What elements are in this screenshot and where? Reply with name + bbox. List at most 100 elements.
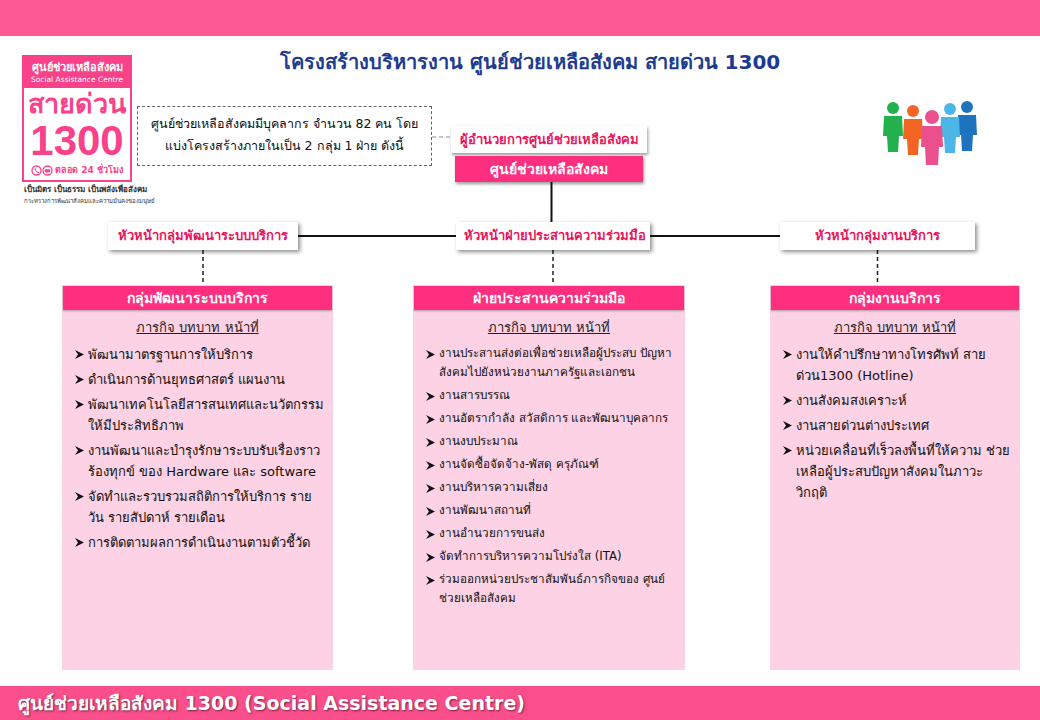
header-bar [0,0,1040,36]
connector-line [432,136,451,137]
duty-item: งานจัดซื้อจัดจ้าง-พัสดุ ครุภัณฑ์ [413,455,685,474]
duty-text: งานสารบรรณ [439,386,510,405]
panel-heading: กลุ่มพัฒนาระบบบริการ [63,286,332,310]
duty-item: การติดตามผลการดำเนินงานตามตัวชี้วัด [62,532,333,553]
duty-item: งานประสานส่งต่อเพื่อช่วยเหลือผู้ประสบ ปั… [413,344,685,382]
duty-text: งานจัดซื้อจัดจ้าง-พัสดุ ครุภัณฑ์ [439,455,599,474]
duty-item: จัดทำและรวบรวมสถิติการให้บริการ รายวัน ร… [62,486,333,528]
duty-text: งานงบประมาณ [439,432,518,451]
bullet-arrow [425,506,436,517]
duty-item: ร่วมออกหน่วยประชาสัมพันธ์ภารกิจของ ศูนย์… [413,570,685,608]
duty-text: งานให้คำปรึกษาทางโทรศัพท์ สายด่วน1300 (H… [796,344,1012,386]
panel-subheading: ภารกิจ บทบาท หน้าที่ [62,318,333,338]
bullet-arrow [425,552,436,563]
duty-item: ดำเนินการด้านยุทธศาสตร์ แผนงาน [62,369,333,390]
person-figure [957,101,977,151]
connector-line [202,250,204,285]
bullet-arrow [425,349,436,360]
logo-slogan: เป็นมิตร เป็นธรรม เป็นพลังเพื่อสังคม [24,185,147,195]
dir-node: ผู้อำนวยการศูนย์ช่วยเหลือสังคมศูนย์ช่วยเ… [451,126,647,182]
duty-item: งานให้คำปรึกษาทางโทรศัพท์ สายด่วน1300 (H… [770,344,1020,386]
duty-text: จัดทำและรวบรวมสถิติการให้บริการ รายวัน ร… [88,486,325,528]
duty-item: งานงบประมาณ [413,432,685,451]
connector-line [298,235,456,237]
duty-item: งานพัฒนาสถานที่ [413,501,685,520]
connector-line [551,182,553,222]
duty-text: หน่วยเคลื่อนที่เร็วลงพื้นที่ให้ความ ช่วย… [796,440,1012,503]
duty-text: งานพัฒนาและบำรุงรักษาระบบรับเรื่องราว ร้… [88,440,325,482]
bullet-arrow [425,529,436,540]
duty-item: หน่วยเคลื่อนที่เร็วลงพื้นที่ให้ความ ช่วย… [770,440,1020,503]
bullet-arrow [425,414,436,425]
bullet-arrow [425,575,436,586]
duty-item: งานสายด่วนต่างประเทศ [770,415,1020,436]
bullet-arrow [782,420,793,431]
page-title: โครงสร้างบริหารงาน ศูนย์ช่วยเหลือสังคม ส… [200,48,860,76]
bullet-arrow [74,445,85,456]
duty-item: งานบริหารความเสี่ยง [413,478,685,497]
people-icon [875,98,985,168]
ministry-name: กระทรวงการพัฒนาสังคมและความมั่นคงของมนุษ… [24,197,155,205]
bullet-arrow [74,491,85,502]
connector-line [877,250,879,285]
director-title: ผู้อำนวยการศูนย์ช่วยเหลือสังคม [451,126,647,153]
duty-text: พัฒนาเทคโนโลยีสารสนเทศและนวัตกรรม ให้มีป… [88,394,325,436]
head-node: หัวหน้ากลุ่มงานบริการ [780,222,975,250]
panel-subheading: ภารกิจ บทบาท หน้าที่ [770,318,1020,338]
head-title: หัวหน้ากลุ่มพัฒนาระบบบริการ [108,222,298,250]
bullet-arrow [782,395,793,406]
person-figure [940,103,960,153]
duty-item: งานสังคมสงเคราะห์ [770,390,1020,411]
panel-heading: ฝ่ายประสานความร่วมมือ [414,286,684,310]
connector-line [650,235,780,237]
logo-number: 1300 [24,120,130,162]
bullet-arrow [74,537,85,548]
duty-item: พัฒนามาตรฐานการให้บริการ [62,344,333,365]
duty-text: งานสังคมสงเคราะห์ [796,390,907,411]
duty-text: ดำเนินการด้านยุทธศาสตร์ แผนงาน [88,369,285,390]
logo-service-hours: ตลอด 24 ชั่วโมง [55,163,123,177]
duty-text: จัดทำการบริหารความโปร่งใส (ITA) [439,547,622,566]
person-figure [883,102,903,152]
logo-name: ศูนย์ช่วยเหลือสังคม [26,60,128,75]
duty-text: งานอำนวยการขนส่ง [439,524,545,543]
logo-band: ศูนย์ช่วยเหลือสังคมSocial Assistance Cen… [24,57,130,88]
connector-line [552,250,554,285]
duty-item: จัดทำการบริหารความโปร่งใส (ITA) [413,547,685,566]
panel-node: กลุ่มพัฒนาระบบบริการภารกิจ บทบาท หน้าที่… [62,285,333,670]
duty-item: งานอำนวยการขนส่ง [413,524,685,543]
panel-subheading: ภารกิจ บทบาท หน้าที่ [413,318,685,338]
logo-service-row: ตลอด 24 ชั่วโมง [24,162,130,180]
bullet-arrow [425,437,436,448]
duty-text: งานประสานส่งต่อเพื่อช่วยเหลือผู้ประสบ ปั… [439,344,677,382]
person-figure [921,110,943,165]
bullet-arrow [425,391,436,402]
logo-node: ศูนย์ช่วยเหลือสังคมSocial Assistance Cen… [22,55,132,182]
head-node: หัวหน้าฝ่ายประสานความร่วมมือ [456,222,650,250]
duty-text: ร่วมออกหน่วยประชาสัมพันธ์ภารกิจของ ศูนย์… [439,570,677,608]
person-figure [903,105,923,155]
bullet-arrow [782,445,793,456]
head-title: หัวหน้ากลุ่มงานบริการ [780,222,975,250]
bullet-arrow [425,483,436,494]
bullet-arrow [425,460,436,471]
duty-text: งานอัตรากำลัง สวัสดิการ และพัฒนาบุคลากร [439,409,668,428]
footer-caption: ศูนย์ช่วยเหลือสังคม 1300 (Social Assista… [0,686,1040,720]
duty-item: งานสารบรรณ [413,386,685,405]
bullet-arrow [74,374,85,385]
director-unit: ศูนย์ช่วยเหลือสังคม [455,156,643,182]
note-node: ศูนย์ช่วยเหลือสังคมมีบุคลากร จำนวน 82 คน… [137,106,432,166]
bullet-arrow [74,399,85,410]
panel-node: ฝ่ายประสานความร่วมมือภารกิจ บทบาท หน้าที… [413,285,685,670]
footer-bar: ศูนย์ช่วยเหลือสังคม 1300 (Social Assista… [0,686,1040,720]
logo-hotline: สายด่วน [24,88,130,120]
bullet-arrow [74,349,85,360]
note-text: ศูนย์ช่วยเหลือสังคมมีบุคลากร จำนวน 82 คน… [148,113,421,157]
duty-text: งานพัฒนาสถานที่ [439,501,531,520]
duty-text: การติดตามผลการดำเนินงานตามตัวชี้วัด [88,532,310,553]
duty-item: พัฒนาเทคโนโลยีสารสนเทศและนวัตกรรม ให้มีป… [62,394,333,436]
duty-text: งานบริหารความเสี่ยง [439,478,548,497]
panel-heading: กลุ่มงานบริการ [771,286,1019,310]
bullet-arrow [782,349,793,360]
